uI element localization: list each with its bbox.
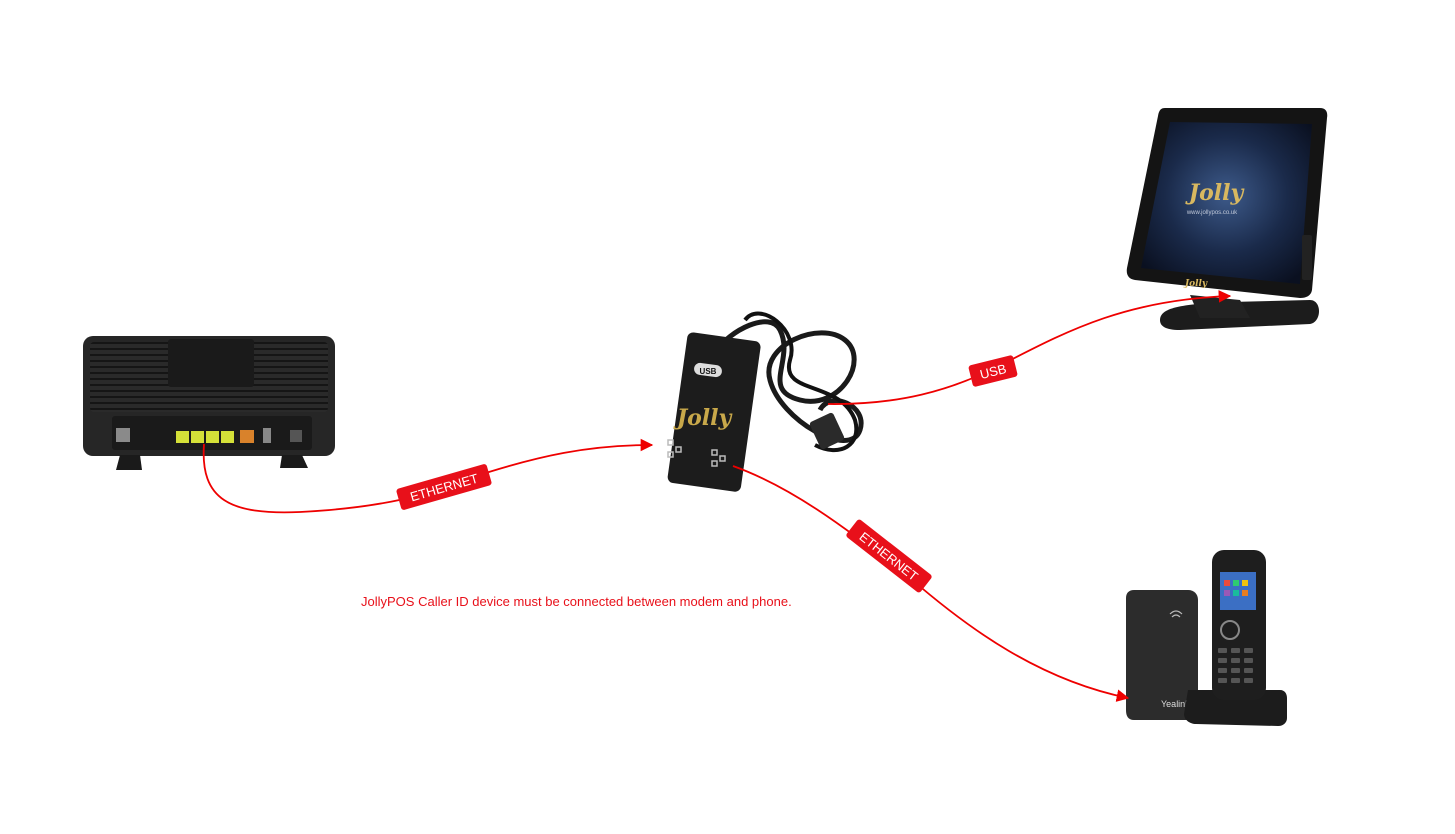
dect-phone: Yealink xyxy=(1126,550,1287,726)
base-brand-label: Yealink xyxy=(1161,699,1190,709)
phone-port xyxy=(116,428,130,442)
callerid-usb-label: USB xyxy=(700,367,717,376)
wan-port xyxy=(240,430,254,443)
monitor-bezel-logo: Jolly xyxy=(1183,279,1208,289)
network-icon xyxy=(667,439,726,467)
svg-text:ETHERNET: ETHERNET xyxy=(856,529,920,584)
usb-plug-icon xyxy=(809,412,845,450)
svg-text:USB: USB xyxy=(978,361,1008,382)
monitor-screen-logo: Jolly xyxy=(1185,180,1246,206)
modem-device xyxy=(83,336,335,470)
usb-port xyxy=(263,428,271,443)
callerid-device: USB Jolly xyxy=(667,311,864,492)
monitor-url: www.jollypos.co.uk xyxy=(1186,210,1238,216)
pos-monitor: Jolly www.jollypos.co.uk Jolly xyxy=(1126,108,1328,330)
cable-callerid-to-phone xyxy=(732,465,1130,702)
connection-note: JollyPOS Caller ID device must be connec… xyxy=(361,594,792,609)
label-ethernet-left: ETHERNET xyxy=(396,464,492,510)
power-button xyxy=(290,430,302,442)
label-usb: USB xyxy=(968,355,1018,387)
label-ethernet-right: ETHERNET xyxy=(846,519,932,593)
ethernet-ports xyxy=(176,431,234,443)
wifi-icon xyxy=(1169,610,1183,618)
callerid-logo: Jolly xyxy=(673,405,734,431)
